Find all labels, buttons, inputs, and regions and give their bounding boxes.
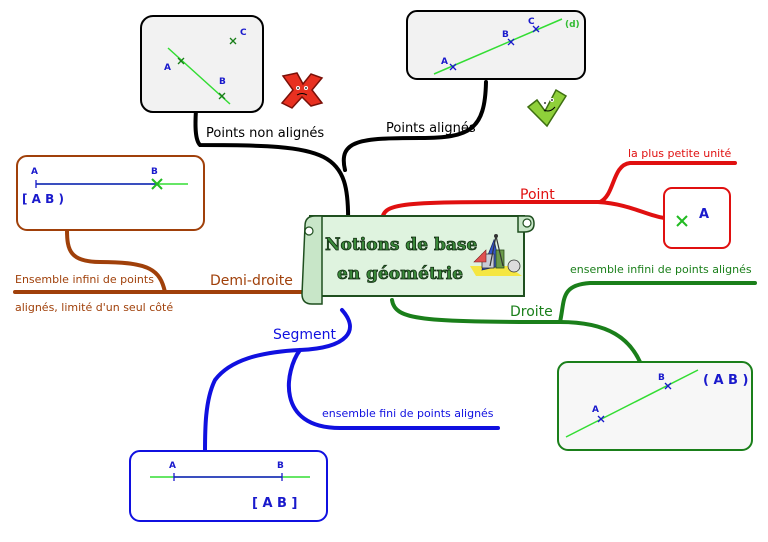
branch-connector-point xyxy=(380,161,737,224)
box-droite: A B ( A B ) xyxy=(557,361,753,451)
branch-connector-point-example xyxy=(596,200,666,220)
branch-connector-points-non-alignes xyxy=(193,108,351,228)
box-point-example: A xyxy=(663,187,731,249)
definition-demi-droite-line2: alignés, limité d'un seul côté xyxy=(15,301,173,314)
branch-label-droite: Droite xyxy=(510,304,553,320)
notation-droite: ( A B ) xyxy=(703,373,748,388)
definition-droite: ensemble infini de points alignés xyxy=(570,263,752,276)
point-label: A xyxy=(169,461,176,471)
point-label: A xyxy=(164,63,171,73)
geometry-tools-icon xyxy=(470,234,522,276)
point-label: A xyxy=(31,167,38,177)
definition-point: la plus petite unité xyxy=(628,147,732,160)
central-topic[interactable]: Notions de base en géométrie xyxy=(301,215,535,305)
branch-label-demi-droite: Demi-droite xyxy=(210,273,293,289)
box-points-non-alignes: A B C xyxy=(140,15,264,113)
point-label: B xyxy=(277,461,284,471)
branch-connector-droite xyxy=(390,281,757,325)
point-label: C xyxy=(240,28,247,38)
notation-segment: [ A B ] xyxy=(252,496,297,511)
point-marker xyxy=(449,25,540,71)
branch-connector-segment xyxy=(203,308,352,454)
central-title-line2: en géométrie xyxy=(337,264,463,284)
point-label: A xyxy=(592,405,599,415)
green-checkmark-icon xyxy=(526,88,568,128)
point-label: A xyxy=(699,207,709,222)
point-marker xyxy=(597,382,672,423)
red-cross-icon xyxy=(280,72,324,109)
point-marker xyxy=(151,178,163,190)
branch-label-point: Point xyxy=(520,187,555,203)
point-label: B xyxy=(219,77,226,87)
point-label: B xyxy=(502,30,509,40)
point-label: B xyxy=(151,167,158,177)
branch-label-segment: Segment xyxy=(273,327,337,343)
box-segment: A B [ A B ] xyxy=(129,450,328,522)
definition-demi-droite-line1: Ensemble infini de points xyxy=(15,273,154,286)
box-points-alignes: A B C (d) xyxy=(406,10,586,80)
branch-label-points-alignes: Points alignés xyxy=(386,121,476,136)
point-label: B xyxy=(658,373,665,383)
line-name-label: (d) xyxy=(565,20,580,30)
branch-connector-droite-example xyxy=(558,320,642,364)
branch-connector-points-alignes xyxy=(341,80,488,172)
point-marker xyxy=(177,37,237,100)
central-title-line1: Notions de base xyxy=(325,235,477,255)
branch-connector-segment-definition xyxy=(286,348,500,430)
notation-demi-droite: [ A B ) xyxy=(22,192,64,206)
box-demi-droite: A B [ A B ) xyxy=(16,155,205,231)
point-label: A xyxy=(441,57,448,67)
point-label: C xyxy=(528,17,535,27)
branch-label-points-non-alignes: Points non alignés xyxy=(206,126,324,141)
branch-connector-demi-droite xyxy=(65,228,307,294)
point-marker xyxy=(676,215,688,227)
definition-segment: ensemble fini de points alignés xyxy=(322,407,494,420)
